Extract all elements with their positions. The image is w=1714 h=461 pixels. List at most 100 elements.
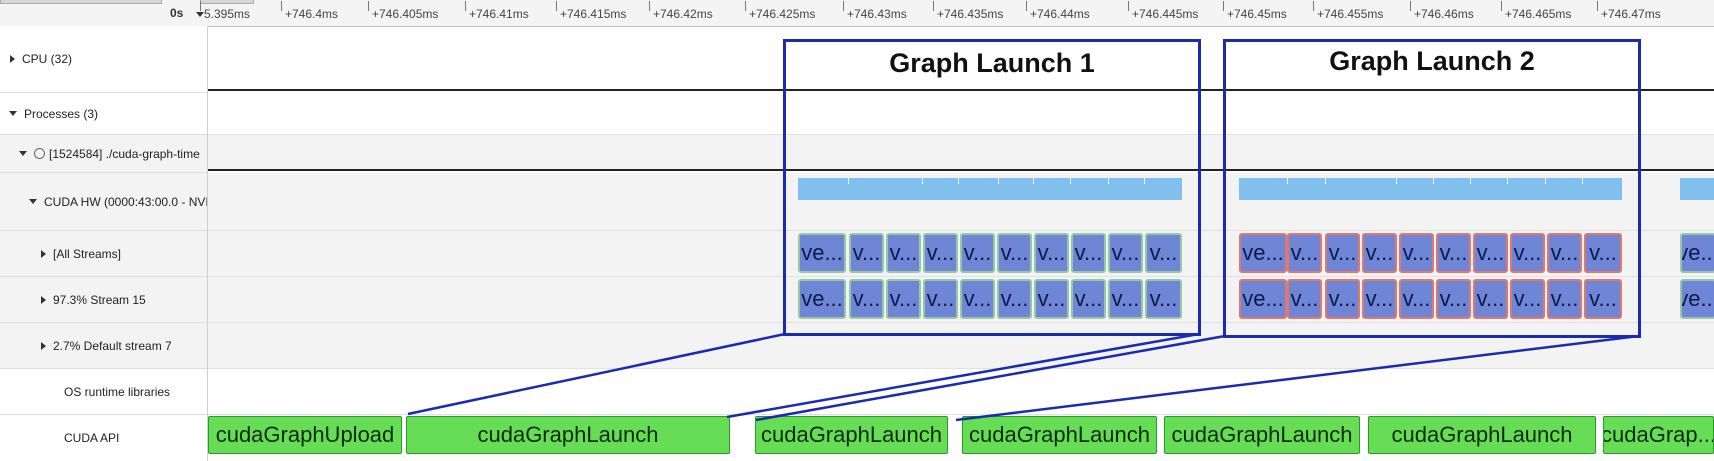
timeline-ruler[interactable]: 0s 5.395ms+746.4ms+746.405ms+746.41ms+74… [0,0,1714,27]
kernel-block[interactable]: v... [923,279,958,319]
chevron-down-icon[interactable] [196,12,204,17]
kernel-block[interactable]: v... [997,279,1032,319]
kernel-block[interactable]: ve... [1239,279,1287,319]
kernel-block[interactable]: v... [1145,279,1182,319]
api-call-block[interactable]: cudaGrap... [1603,416,1714,454]
gpu-activity-bar[interactable] [1239,178,1622,200]
tree-label: [All Streams] [53,246,122,261]
kernel-block[interactable]: v... [1325,233,1360,273]
tick-mark [200,1,201,11]
kernel-block[interactable]: v... [849,279,884,319]
expand-arrow-icon[interactable] [41,341,46,350]
expand-arrow-icon[interactable] [41,249,46,258]
kernel-block[interactable]: v... [1325,279,1360,319]
gpu-activity-bar[interactable] [798,178,1182,200]
kernel-block[interactable]: v... [1584,279,1622,319]
tree-label: 97.3% Stream 15 [53,292,146,307]
tick-label: +746.415ms [560,7,627,21]
kernel-block[interactable]: v... [1108,279,1143,319]
tree-label: CUDA API [64,431,120,445]
tree-row-process[interactable]: [1524584] ./cuda-graph-time [0,135,207,173]
activity-tick [1325,178,1326,184]
time-origin-label[interactable]: 0s [170,6,184,20]
tree-row-processes[interactable]: Processes (3) [0,93,207,135]
tree-row-stream-15[interactable]: 97.3% Stream 15 [0,277,207,323]
api-call-block[interactable]: cudaGraphLaunch [755,416,948,454]
kernel-block[interactable]: v... [1436,279,1471,319]
tick-mark [649,1,650,11]
lane-cpu[interactable] [208,26,1714,91]
kernel-block[interactable]: v... [960,279,995,319]
kernel-block[interactable]: v... [1584,233,1622,273]
tick-label: +746.44ms [1030,7,1090,21]
activity-tick [1287,178,1288,184]
collapse-arrow-icon[interactable] [19,151,27,156]
kernel-block[interactable]: v... [1399,279,1434,319]
lane-processes[interactable] [208,93,1714,135]
kernel-block[interactable]: v... [1399,233,1434,273]
api-call-block[interactable]: cudaGraphUpload [208,416,402,454]
api-call-block[interactable]: cudaGraphLaunch [1368,416,1596,454]
tick-label: +746.47ms [1601,7,1661,21]
kernel-block[interactable]: ve... [1680,279,1714,319]
gpu-activity-bar[interactable] [1680,178,1714,200]
kernel-block[interactable]: v... [1547,279,1582,319]
kernel-block[interactable]: v... [997,233,1032,273]
collapse-arrow-icon[interactable] [29,199,37,204]
kernel-block[interactable]: v... [1071,233,1106,273]
kernel-block[interactable]: ve... [798,279,846,319]
tick-label: +746.43ms [847,7,907,21]
kernel-block[interactable]: v... [1510,279,1545,319]
tick-mark [368,1,369,11]
kernel-block[interactable]: v... [1034,233,1069,273]
activity-tick [1033,178,1034,184]
kernel-block[interactable]: v... [1108,233,1143,273]
kernel-block[interactable]: v... [1034,279,1069,319]
kernel-block[interactable]: v... [849,233,884,273]
expand-arrow-icon[interactable] [41,295,46,304]
lane-process[interactable] [208,135,1714,171]
ruler-scroll-handle[interactable] [0,0,162,4]
kernel-block[interactable]: v... [1473,233,1508,273]
kernel-block[interactable]: v... [886,279,921,319]
activity-tick [958,178,959,184]
kernel-block[interactable]: v... [1436,233,1471,273]
api-call-block[interactable]: cudaGraphLaunch [1164,416,1360,454]
tick-label: +746.455ms [1317,7,1384,21]
kernel-block[interactable]: v... [1287,233,1322,273]
kernel-block[interactable]: ve... [1680,233,1714,273]
tree-row-os-runtime[interactable]: OS runtime libraries [0,369,207,415]
kernel-block[interactable]: v... [923,233,958,273]
kernel-block[interactable]: v... [1547,233,1582,273]
kernel-block[interactable]: v... [886,233,921,273]
kernel-block[interactable]: v... [1362,279,1397,319]
lane-os-runtime[interactable] [208,369,1714,415]
tree-row-cpu[interactable]: CPU (32) [0,26,207,93]
activity-tick [1396,178,1397,184]
kernel-block[interactable]: v... [1287,279,1322,319]
collapse-arrow-icon[interactable] [9,111,17,116]
kernel-block[interactable]: v... [1145,233,1182,273]
tick-label: +746.445ms [1132,7,1199,21]
tick-label: +746.45ms [1227,7,1287,21]
api-call-block[interactable]: cudaGraphLaunch [962,416,1157,454]
expand-arrow-icon[interactable] [10,55,15,63]
kernel-block[interactable]: v... [1071,279,1106,319]
tick-mark [281,1,282,11]
kernel-block[interactable]: ve... [1239,233,1287,273]
activity-tick [1108,178,1109,184]
kernel-block[interactable]: v... [960,233,995,273]
tree-row-all-streams[interactable]: [All Streams] [0,231,207,277]
tree-row-default-stream[interactable]: 2.7% Default stream 7 [0,323,207,369]
kernel-block[interactable]: v... [1510,233,1545,273]
tree-row-cuda-hw[interactable]: CUDA HW (0000:43:00.0 - NVIDIA [0,173,207,231]
api-call-block[interactable]: cudaGraphLaunch [406,416,730,454]
kernel-block[interactable]: v... [1362,233,1397,273]
activity-tick [1433,178,1434,184]
lane-default-stream[interactable] [208,323,1714,369]
tree-label: CUDA HW (0000:43:00.0 - NVIDIA [44,194,207,209]
tree-row-cuda-api[interactable]: CUDA API [0,415,207,461]
kernel-block[interactable]: v... [1473,279,1508,319]
kernel-block[interactable]: ve... [798,233,846,273]
